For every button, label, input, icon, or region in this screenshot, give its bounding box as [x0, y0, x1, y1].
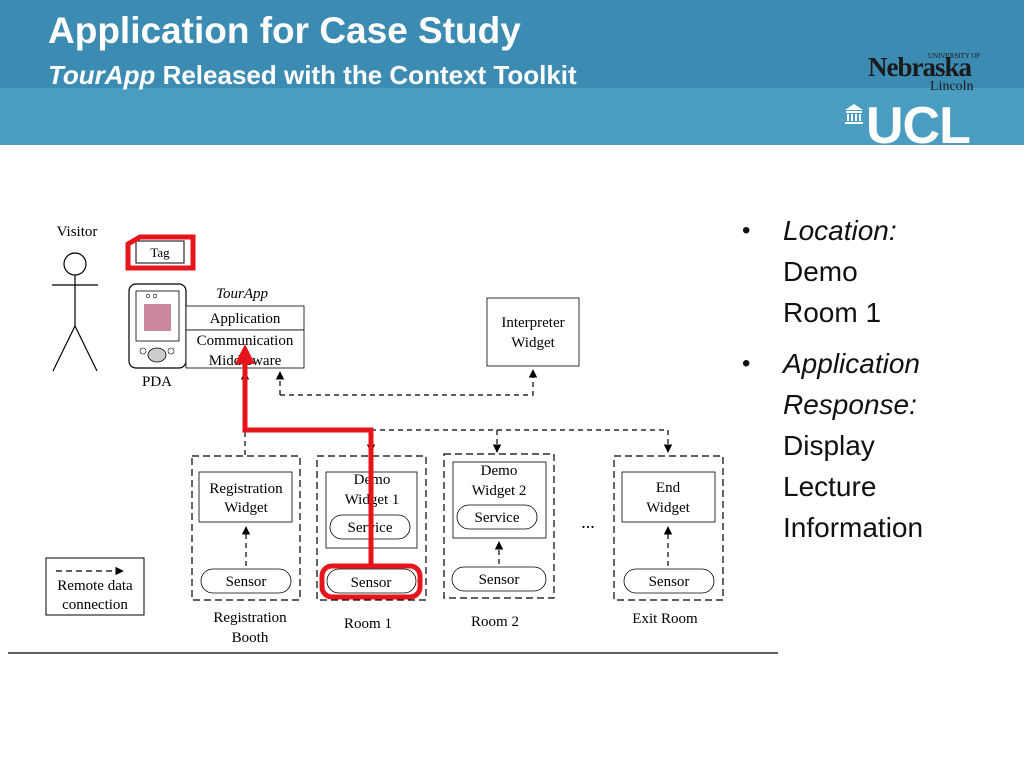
exit-room-label: Exit Room	[632, 611, 698, 627]
room1-sensor-pill	[326, 568, 417, 594]
end-widget-box	[621, 471, 716, 523]
room1-label: Room 1	[344, 616, 392, 632]
bullet-response-value-3: Information	[783, 512, 924, 543]
bullet-dot: •	[742, 217, 751, 244]
end-widget-label-2: Widget	[646, 500, 690, 516]
nebraska-logo: Nebraska	[868, 52, 972, 82]
interpreter-widget-box	[486, 297, 580, 367]
bullet-response-label-1: Application	[783, 348, 920, 379]
legend-box	[45, 557, 145, 616]
more-rooms-ellipsis: ...	[581, 512, 595, 532]
pda-device-icon	[128, 283, 187, 369]
subtitle-app-name: TourApp	[48, 60, 156, 90]
room1-container	[316, 455, 427, 601]
nebraska-logo-small: UNIVERSITY OF	[928, 52, 981, 60]
nebraska-logo-city: Lincoln	[930, 79, 974, 94]
ucl-portico-icon	[845, 104, 863, 124]
communication-label: Communication	[197, 333, 294, 349]
end-widget-label-1: End	[656, 480, 681, 496]
registration-widget-label-2: Widget	[224, 500, 268, 516]
registration-booth-label-2: Booth	[232, 630, 269, 646]
visitor-label: Visitor	[57, 224, 98, 240]
remote-connections	[240, 369, 673, 455]
bullet-location: • Location: Demo Room 1	[740, 210, 1010, 333]
slide-title: Application for Case Study	[48, 10, 521, 51]
ucl-logo: UCL	[866, 97, 971, 145]
interpreter-label-1: Interpreter	[501, 315, 564, 331]
registration-booth-container	[191, 455, 301, 601]
header-top-band	[0, 0, 1024, 88]
pda-label: PDA	[142, 374, 172, 390]
tourapp-label: TourApp	[216, 286, 268, 302]
legend-label-2: connection	[62, 597, 128, 613]
bullet-response-value-2: Lecture	[783, 471, 877, 502]
tag-label: Tag	[150, 245, 170, 260]
registration-widget-label-1: Registration	[209, 481, 283, 497]
bullet-location-value-2: Room 1	[783, 297, 882, 328]
application-label: Application	[210, 311, 281, 327]
bullet-location-label: Location:	[783, 215, 897, 246]
demo-widget-2-label-1: Demo	[481, 463, 518, 479]
bullet-response-label-2: Response:	[783, 389, 917, 420]
tag-box	[135, 240, 185, 264]
demo-widget-2-service-label: Service	[475, 510, 520, 526]
legend-label-1: Remote data	[57, 578, 133, 594]
bullet-response-value-1: Display	[783, 430, 875, 461]
tag-highlight	[125, 234, 196, 271]
room2-sensor-label: Sensor	[479, 572, 520, 588]
registration-widget-box	[198, 471, 293, 523]
demo-widget-2-service-pill	[456, 504, 538, 530]
highlighted-data-path	[235, 344, 423, 600]
slide-subtitle: TourApp Released with the Context Toolki…	[48, 60, 577, 91]
demo-widget-2-label-2: Widget 2	[472, 483, 527, 499]
room-containers	[191, 453, 724, 601]
registration-sensor-pill	[200, 568, 292, 594]
room1-sensor-label: Sensor	[351, 575, 392, 591]
room2-container	[443, 453, 555, 599]
slide-header: Application for Case Study TourApp Relea…	[0, 0, 1024, 145]
exit-sensor-pill	[623, 568, 715, 594]
bullet-dot: •	[742, 350, 751, 377]
exit-room-container	[613, 455, 724, 601]
subtitle-text: Released with the Context Toolkit	[155, 60, 577, 90]
bullet-response: • Application Response: Display Lecture …	[740, 343, 1010, 548]
room2-sensor-pill	[451, 566, 547, 592]
registration-booth-label-1: Registration	[213, 610, 287, 626]
bullet-list: • Location: Demo Room 1 • Application Re…	[740, 210, 1010, 558]
room2-label: Room 2	[471, 614, 519, 630]
bullet-location-value-1: Demo	[783, 256, 858, 287]
interpreter-label-2: Widget	[511, 335, 555, 351]
registration-sensor-label: Sensor	[226, 574, 267, 590]
exit-sensor-label: Sensor	[649, 574, 690, 590]
visitor-stick-figure-icon	[52, 252, 98, 372]
